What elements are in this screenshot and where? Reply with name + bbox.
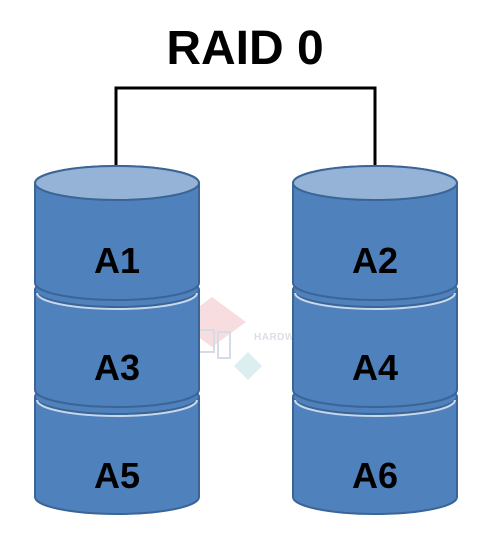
connector-line — [114, 86, 377, 182]
disk-2: A6 A4 A2 — [292, 165, 458, 515]
watermark-tower-icon — [217, 331, 231, 359]
disk-1: A5 A3 A1 — [34, 165, 200, 515]
block-label-a3: A3 — [94, 347, 140, 388]
block-label-a4: A4 — [352, 347, 398, 388]
segment-seam-highlight — [294, 399, 456, 417]
diagram-title: RAID 0 — [166, 22, 323, 75]
block-label-a6: A6 — [352, 455, 398, 496]
watermark-logo-diamond-teal — [234, 352, 262, 380]
disk-top-cap — [292, 165, 458, 201]
segment-seam-highlight — [294, 292, 456, 310]
block-label-a1: A1 — [94, 240, 140, 281]
disk-segment: A2 — [292, 165, 458, 301]
segment-seam-highlight — [36, 292, 198, 310]
disk-segment: A1 — [34, 165, 200, 301]
block-label-a2: A2 — [352, 240, 398, 281]
segment-seam-highlight — [36, 399, 198, 417]
block-label-a5: A5 — [94, 455, 140, 496]
disk-top-cap — [34, 165, 200, 201]
